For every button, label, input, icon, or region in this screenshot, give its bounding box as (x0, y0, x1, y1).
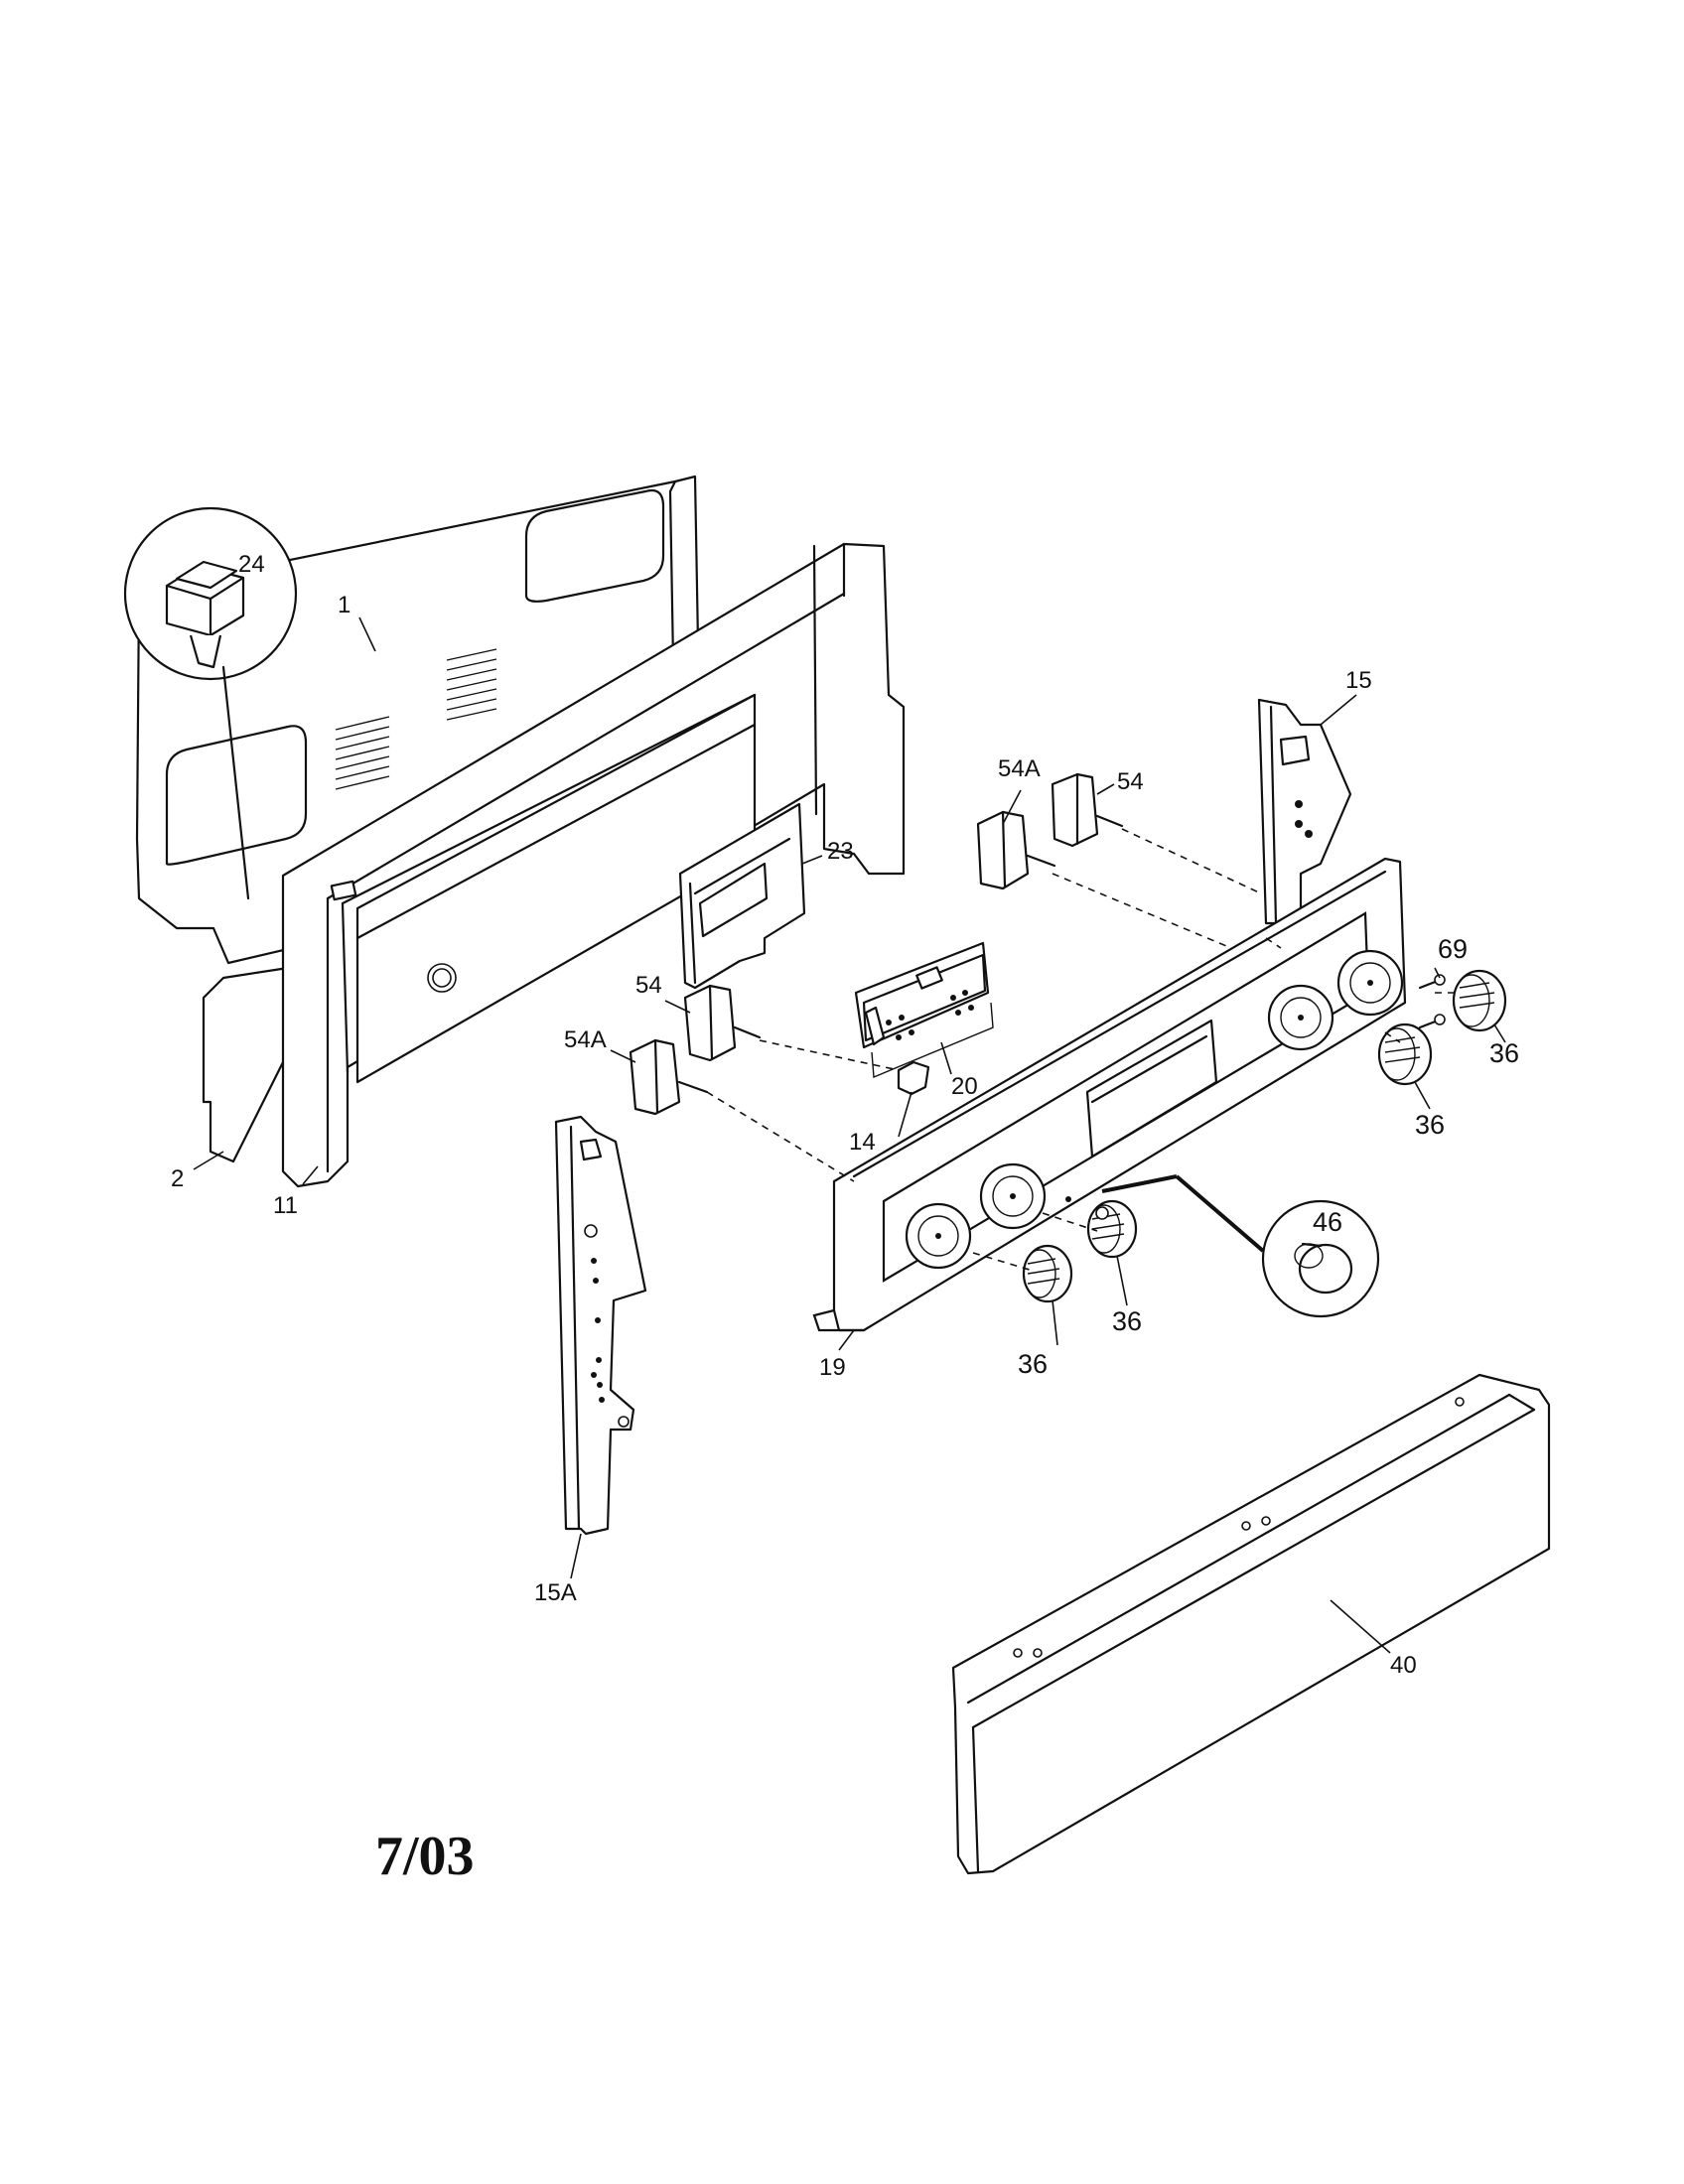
part-69-screws (1418, 974, 1446, 1029)
callout-36-left-lower: 36 (1018, 1349, 1048, 1379)
callout-69: 69 (1438, 934, 1468, 964)
part-36-knob-left-lower (1022, 1244, 1073, 1303)
part-36-knob-right-bottom (1377, 1023, 1433, 1086)
part-54a-upper-switch (976, 810, 1056, 890)
control-board-buttons (886, 990, 974, 1040)
callout-24: 24 (238, 551, 265, 578)
part-36-knob-right-top (1452, 969, 1507, 1032)
part-24-rocker-switch-detail (123, 506, 298, 900)
callout-36-left-upper: 36 (1112, 1306, 1142, 1336)
callout-11: 11 (273, 1192, 298, 1219)
date-code: 7/03 (375, 1826, 475, 1887)
part-20-control-board (854, 941, 994, 1079)
callout-15a: 15A (534, 1579, 577, 1606)
part-54-upper-switch (1051, 772, 1124, 848)
callout-54-lower: 54 (635, 972, 662, 999)
part-40-trim-panel (951, 1373, 1551, 1875)
part-11-console-body (281, 542, 906, 1188)
assembly-guide-lines (706, 828, 1460, 1272)
callout-36-right-top: 36 (1489, 1038, 1519, 1068)
part-15a-left-bracket (554, 1115, 647, 1536)
part-23-display-bracket (678, 802, 806, 990)
callout-labels: 1 2 11 24 23 20 14 15 15A 19 54A 54 54 5… (171, 551, 1519, 1679)
callout-23: 23 (827, 838, 854, 865)
part-54a-lower-switch (629, 1038, 709, 1116)
part-14-indicator-light (897, 1060, 930, 1096)
part-19-front-control-panel (812, 857, 1407, 1332)
callout-1: 1 (338, 592, 351, 618)
callout-20: 20 (951, 1073, 978, 1100)
callout-14: 14 (849, 1129, 876, 1156)
callout-19: 19 (819, 1354, 846, 1381)
callout-15: 15 (1345, 667, 1372, 694)
panel-dial-openings (905, 949, 1404, 1270)
part-36-knob-left-upper (1086, 1199, 1138, 1259)
callout-40: 40 (1390, 1652, 1417, 1679)
part-46-switch-detail (1065, 1174, 1380, 1318)
callout-54A-upper: 54A (998, 755, 1041, 782)
callout-36-right-bottom: 36 (1415, 1110, 1445, 1140)
callout-46: 46 (1313, 1207, 1342, 1237)
callout-54A-lower: 54A (564, 1026, 607, 1053)
callout-54-upper: 54 (1117, 768, 1144, 795)
leader-lines (193, 616, 1506, 1654)
part-54-lower-switch (683, 984, 762, 1062)
part-2-bottom-bracket (202, 966, 290, 1163)
callout-2: 2 (171, 1165, 184, 1192)
vent-slots (335, 648, 497, 790)
